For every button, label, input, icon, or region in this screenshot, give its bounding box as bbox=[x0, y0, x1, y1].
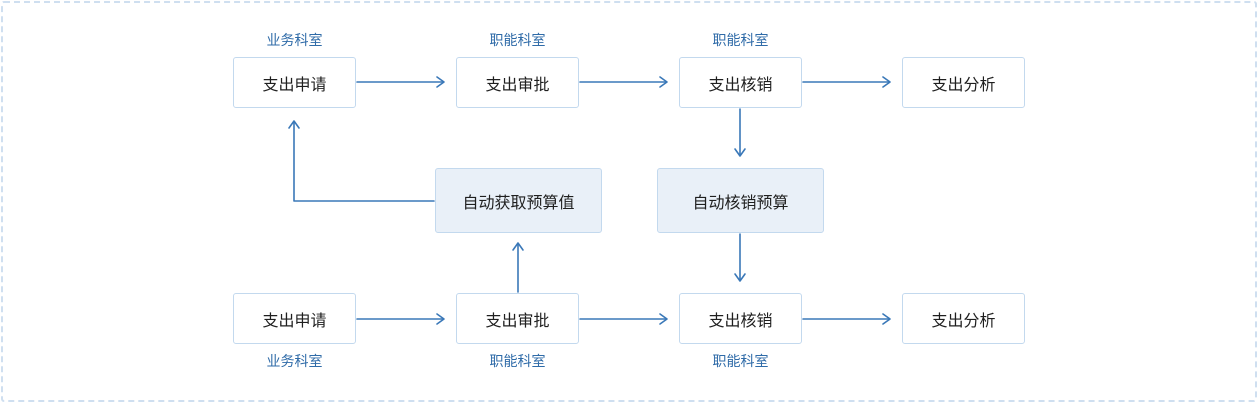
bottom-node-expense-request: 支出申请 bbox=[233, 293, 356, 344]
arrow-top-approval-to-writeoff bbox=[579, 76, 668, 88]
bottom-dept-functional-2: 职能科室 bbox=[712, 354, 769, 370]
bottom-dept-functional-1: 职能科室 bbox=[489, 354, 546, 370]
arrow-top-request-to-approval bbox=[356, 76, 445, 88]
arrow-bottom-approval-to-auto-get bbox=[512, 242, 524, 293]
arrow-bottom-writeoff-to-analysis bbox=[802, 313, 891, 325]
arrow-auto-writeoff-to-bottom-writeoff bbox=[734, 233, 746, 282]
bottom-node-expense-approval: 支出审批 bbox=[456, 293, 579, 344]
arrow-bottom-request-to-approval bbox=[356, 313, 445, 325]
arrow-top-writeoff-to-analysis bbox=[802, 76, 891, 88]
top-node-expense-approval: 支出审批 bbox=[456, 57, 579, 108]
arrow-bottom-approval-to-writeoff bbox=[579, 313, 668, 325]
bottom-node-expense-analysis: 支出分析 bbox=[902, 293, 1025, 344]
arrow-auto-get-to-top-request bbox=[288, 120, 435, 202]
top-node-expense-analysis: 支出分析 bbox=[902, 57, 1025, 108]
node-auto-get-budget: 自动获取预算值 bbox=[435, 168, 602, 233]
bottom-node-expense-writeoff: 支出核销 bbox=[679, 293, 802, 344]
node-auto-writeoff-budget: 自动核销预算 bbox=[657, 168, 824, 233]
bottom-dept-business: 业务科室 bbox=[266, 354, 323, 370]
top-dept-business: 业务科室 bbox=[266, 33, 323, 49]
top-node-expense-request: 支出申请 bbox=[233, 57, 356, 108]
top-dept-functional-2: 职能科室 bbox=[712, 33, 769, 49]
arrow-top-writeoff-to-auto-writeoff bbox=[734, 108, 746, 157]
top-node-expense-writeoff: 支出核销 bbox=[679, 57, 802, 108]
top-dept-functional-1: 职能科室 bbox=[489, 33, 546, 49]
